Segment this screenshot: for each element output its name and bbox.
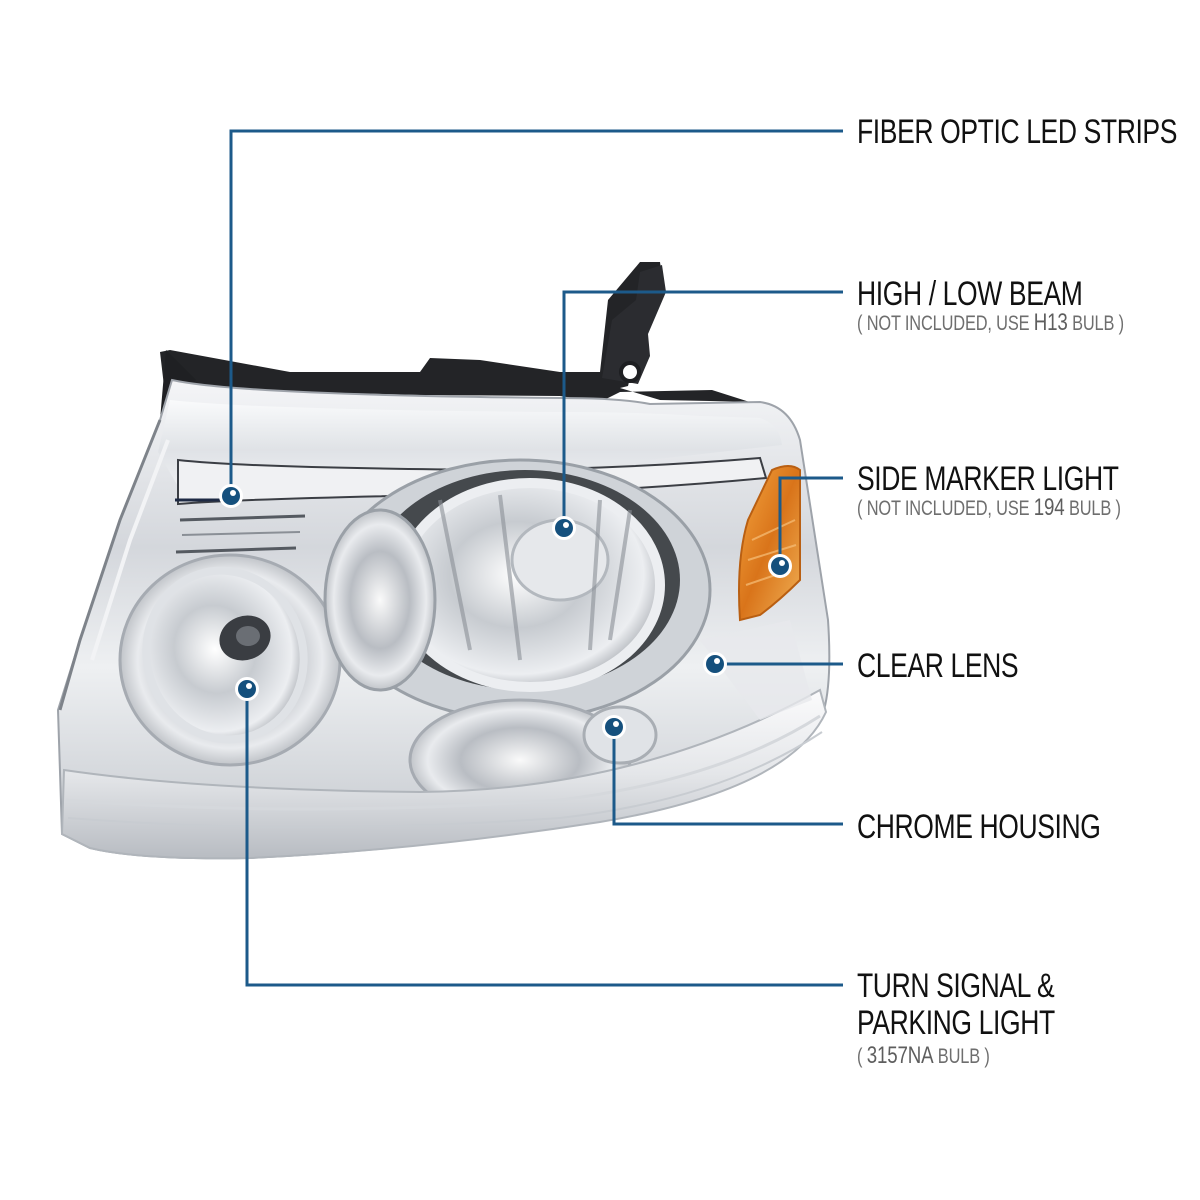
callout-dots (219, 484, 792, 739)
bulb-type: 194 (1033, 494, 1065, 521)
callout-dot-turn-signal (235, 677, 259, 701)
callout-dot-fiber-optic (219, 484, 243, 508)
label-side-marker-light: SIDE MARKER LIGHT (857, 460, 1119, 498)
bulb-type: H13 (1033, 309, 1068, 336)
chrome-body (56, 378, 831, 860)
sublabel-suffix: BULB ) (1067, 312, 1124, 335)
callout-dot-chrome-housing (602, 715, 626, 739)
sublabel-side-marker-light: ( NOT INCLUDED, USE 194 BULB ) (857, 494, 1121, 521)
sublabel-prefix: ( NOT INCLUDED, USE (857, 497, 1034, 520)
label-high-low-beam: HIGH / LOW BEAM (857, 275, 1083, 313)
callout-line-high-low-beam (562, 290, 843, 528)
callout-line-turn-signal (245, 689, 843, 987)
label-turn-signal-line1: TURN SIGNAL & (857, 967, 1055, 1005)
label-turn-signal-line2: PARKING LIGHT (857, 1004, 1055, 1042)
bulb-type: 3157NA (866, 1042, 934, 1069)
callout-dot-side-marker (768, 554, 792, 578)
callout-lines (229, 129, 843, 987)
callout-dot-clear-lens (703, 652, 727, 676)
sublabel-suffix: BULB ) (1064, 497, 1121, 520)
sublabel-turn-signal: ( 3157NA BULB ) (857, 1042, 990, 1069)
callout-line-fiber-optic (229, 129, 843, 496)
label-chrome-housing: CHROME HOUSING (857, 808, 1101, 846)
sublabel-suffix: BULB ) (933, 1045, 990, 1068)
label-fiber-optic-led-strips: FIBER OPTIC LED STRIPS (857, 113, 1178, 151)
sublabel-prefix: ( NOT INCLUDED, USE (857, 312, 1034, 335)
callout-line-side-marker (778, 476, 843, 566)
label-clear-lens: CLEAR LENS (857, 647, 1019, 685)
sublabel-high-low-beam: ( NOT INCLUDED, USE H13 BULB ) (857, 309, 1124, 336)
callout-dot-high-low-beam (552, 516, 576, 540)
sublabel-prefix: ( (857, 1045, 867, 1068)
callout-line-chrome-housing (612, 727, 843, 826)
